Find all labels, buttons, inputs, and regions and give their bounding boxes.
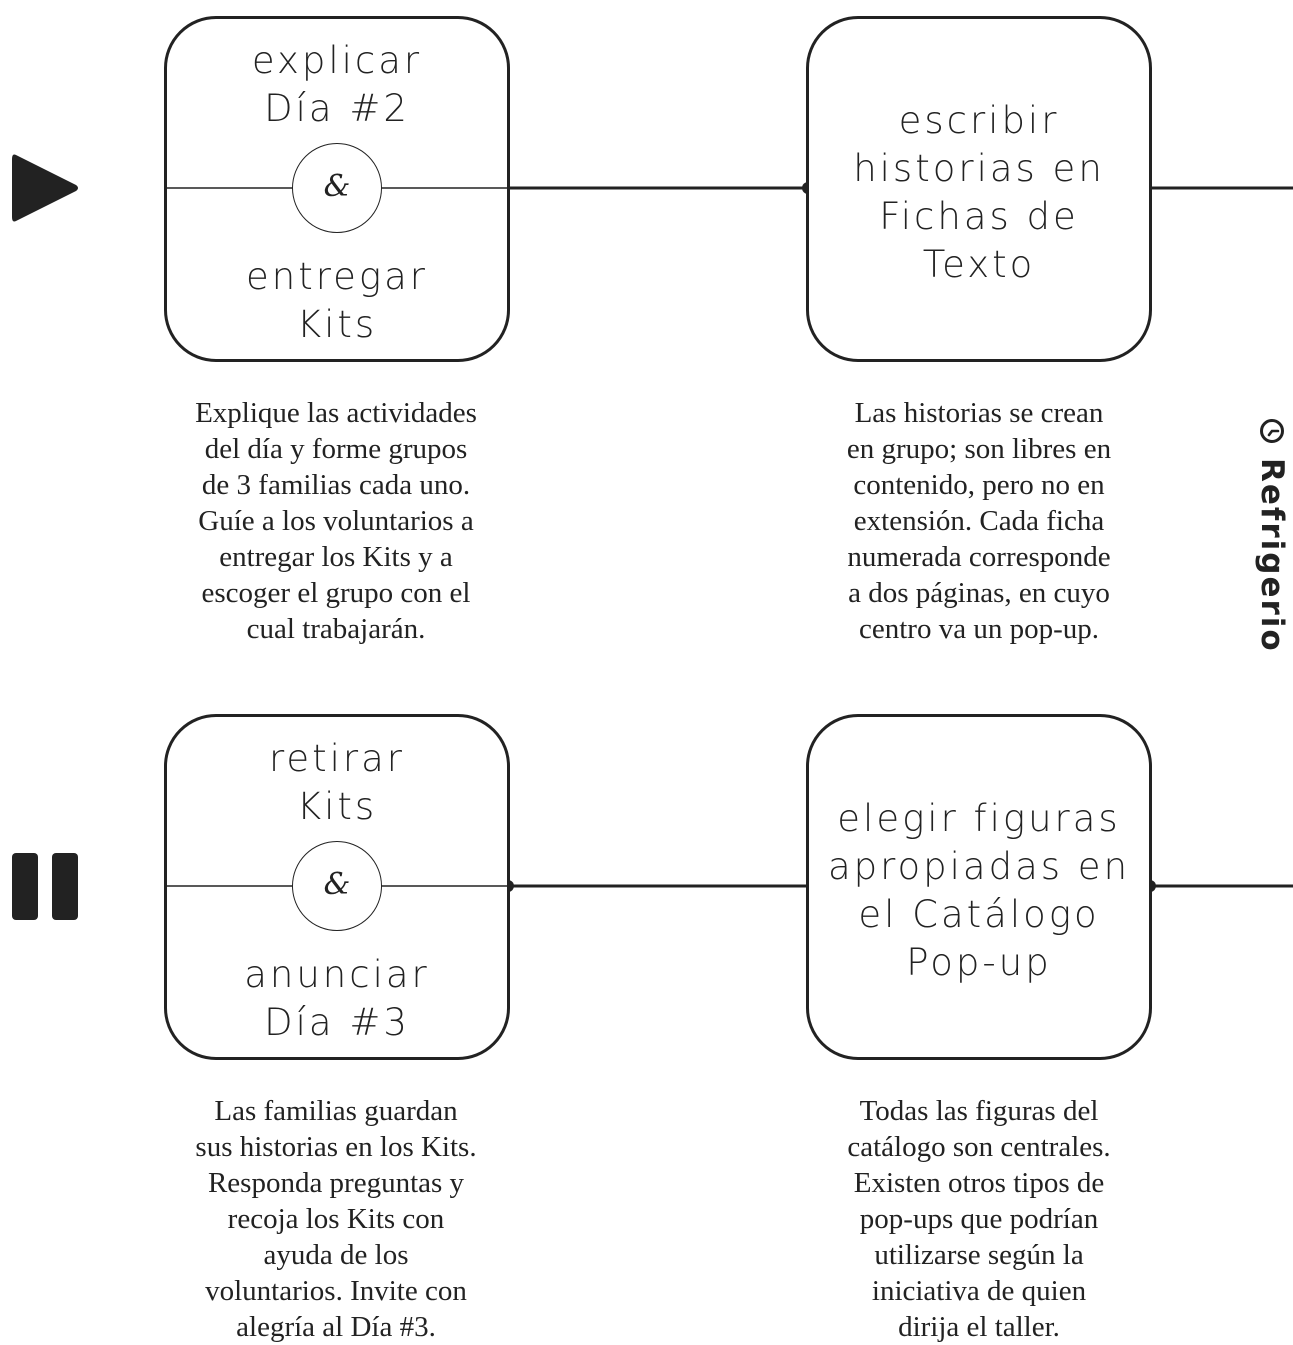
description-line: ayuda de los — [263, 1239, 409, 1271]
description-line: Las familias guardan — [214, 1095, 458, 1127]
description-line: Explique las actividades — [195, 397, 477, 429]
ampersand-badge: & — [292, 143, 382, 233]
description-line: cual trabajarán. — [246, 613, 426, 645]
description-line: Responda preguntas y — [207, 1167, 465, 1199]
description-line: contenido, pero no en — [853, 469, 1105, 501]
step-bottom-text: entregar Kits — [167, 253, 507, 349]
step-line: apropiadas en — [827, 845, 1131, 888]
step-top-line: retirar — [268, 737, 406, 780]
step-box-collect-kits: retirar Kits & anunciar Día #3 — [164, 714, 510, 1060]
step-text: escribir historias en Fichas de Texto — [809, 97, 1149, 289]
step-top-text: explicar Día #2 — [167, 37, 507, 133]
step-bottom-line: entregar — [246, 255, 428, 298]
description-collect-kits: Las familias guardan sus historias en lo… — [146, 1093, 526, 1345]
description-line: dirija el taller. — [898, 1311, 1060, 1343]
step-line: Fichas de — [879, 195, 1079, 238]
step-line: el Catálogo — [858, 893, 1100, 936]
description-line: pop-ups que podrían — [859, 1203, 1099, 1235]
description-line: escoger el grupo con el — [201, 577, 471, 609]
step-line: escribir — [898, 99, 1060, 142]
description-line: recoja los Kits con — [227, 1203, 445, 1235]
description-line: voluntarios. Invite con — [205, 1275, 467, 1307]
description-line: a dos páginas, en cuyo — [848, 577, 1110, 609]
step-line: elegir figuras — [837, 797, 1121, 840]
description-write-stories: Las historias se crean en grupo; son lib… — [789, 395, 1169, 647]
description-line: Las historias se crean — [854, 397, 1104, 429]
description-line: en grupo; son libres en — [846, 433, 1112, 465]
step-text: elegir figuras apropiadas en el Catálogo… — [809, 795, 1149, 987]
description-line: centro va un pop-up. — [859, 613, 1099, 645]
description-line: Existen otros tipos de — [853, 1167, 1105, 1199]
step-top-line: Kits — [296, 785, 378, 828]
step-bottom-line: anunciar — [244, 953, 430, 996]
description-line: catálogo son centrales. — [847, 1131, 1111, 1163]
description-line: Guíe a los voluntarios a — [198, 505, 474, 537]
step-top-line: explicar — [251, 39, 423, 82]
description-line: entregar los Kits y a — [219, 541, 453, 573]
description-line: sus historias en los Kits. — [195, 1131, 477, 1163]
step-bottom-line: Kits — [296, 303, 378, 346]
description-line: de 3 familias cada uno. — [201, 469, 471, 501]
step-box-explain-day2: explicar Día #2 & entregar Kits — [164, 16, 510, 362]
clock-icon — [1260, 419, 1284, 443]
break-label: Refrigerio — [1252, 418, 1292, 678]
step-top-line: Día #2 — [264, 87, 410, 130]
step-line: Texto — [922, 243, 1036, 286]
step-bottom-text: anunciar Día #3 — [167, 951, 507, 1047]
description-line: del día y forme grupos — [204, 433, 468, 465]
description-line: utilizarse según la — [874, 1239, 1084, 1271]
break-label-text: Refrigerio — [1254, 458, 1290, 653]
description-choose-figures: Todas las figuras del catálogo son centr… — [789, 1093, 1169, 1345]
description-line: Todas las figuras del — [859, 1095, 1099, 1127]
ampersand-badge: & — [292, 841, 382, 931]
play-icon — [12, 154, 78, 222]
description-line: numerada corresponde — [847, 541, 1111, 573]
step-bottom-line: Día #3 — [264, 1001, 410, 1044]
description-explain-day2: Explique las actividades del día y forme… — [146, 395, 526, 647]
pause-icon — [12, 853, 78, 920]
step-box-choose-figures: elegir figuras apropiadas en el Catálogo… — [806, 714, 1152, 1060]
step-box-write-stories: escribir historias en Fichas de Texto — [806, 16, 1152, 362]
step-line: Pop-up — [906, 941, 1052, 984]
description-line: iniciativa de quien — [871, 1275, 1087, 1307]
description-line: extensión. Cada ficha — [853, 505, 1105, 537]
step-line: historias en — [853, 147, 1105, 190]
description-line: alegría al Día #3. — [236, 1311, 436, 1343]
step-top-text: retirar Kits — [167, 735, 507, 831]
